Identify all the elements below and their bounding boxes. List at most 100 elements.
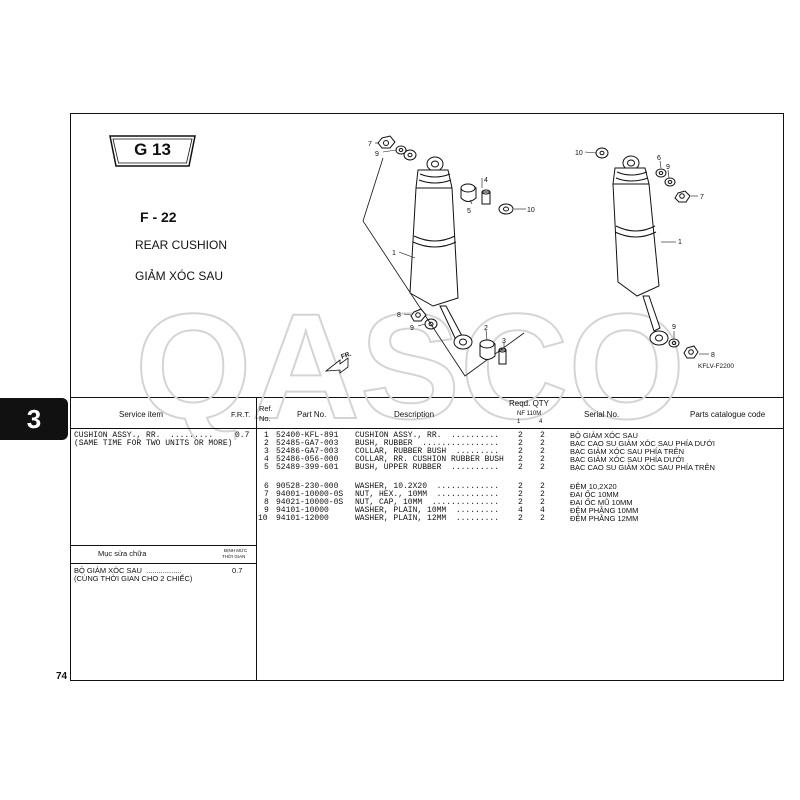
description: WASHER, 10.2X20 ............. (355, 482, 500, 491)
qty-col2: 2 (540, 439, 545, 448)
qty-col2: 2 (540, 498, 545, 507)
header-rule (70, 428, 784, 429)
table-row: 5 52489-399-601 BUSH, UPPER RUBBER .......… (256, 464, 784, 472)
qty-col2: 2 (540, 447, 545, 456)
header-ref-no-line2: No. (259, 414, 271, 423)
qty-col1: 2 (518, 463, 523, 472)
header-catalogue-code: Parts catalogue code (690, 410, 766, 419)
service-item-line1: CUSHION ASSY., RR. ......... (74, 431, 214, 440)
qty-col1: 2 (518, 514, 523, 523)
title-english: REAR CUSHION (135, 238, 228, 252)
qty-col1: 2 (518, 490, 523, 499)
qty-col1: 2 (518, 431, 523, 440)
description: NUT, CAP, 10MM .............. (355, 498, 500, 507)
header-description: Description (394, 410, 435, 419)
header-ref-no-line1: Ref. (259, 404, 273, 413)
ref-no: 3 (264, 447, 269, 456)
figure-code: F - 22 (140, 209, 177, 225)
header-part-no: Part No. (297, 410, 327, 419)
vietnamese-name: BỘ GIẢM XÓC SAU (570, 431, 638, 440)
callout-10: 10 (575, 150, 583, 157)
qty-col1: 4 (518, 506, 523, 515)
callout-1: 1 (392, 250, 396, 257)
service-item-line2: (SAME TIME FOR TWO UNITS OR MORE) (74, 439, 233, 448)
description: COLLAR, RUBBER BUSH ......... (355, 447, 500, 456)
qty-col1: 2 (518, 439, 523, 448)
callout-10: 10 (527, 207, 535, 214)
service-vn-time-label-1: ĐỊNH MỨC (224, 548, 248, 553)
group-badge-shape (109, 135, 196, 167)
service-item-frt-value: 0.7 (235, 431, 250, 440)
callout-8: 8 (711, 352, 715, 359)
ref-no: 9 (264, 506, 269, 515)
part-number: 52400-KFL-891 (276, 431, 339, 440)
service-vn-header-rule (70, 563, 256, 564)
qty-col2: 2 (540, 463, 545, 472)
callout-6: 6 (657, 155, 661, 162)
ref-no: 10 (258, 514, 268, 523)
callout-7: 7 (700, 194, 704, 201)
callout-9: 9 (672, 324, 676, 331)
callout-3: 3 (502, 338, 506, 345)
service-vn-frt-value: 0.7 (232, 566, 243, 575)
ref-no: 8 (264, 498, 269, 507)
qty-col2: 2 (540, 514, 545, 523)
callout-2: 2 (484, 325, 488, 332)
vietnamese-name: BẠC CAO SU GIẢM XÓC SAU PHÍA DƯỚI (570, 439, 715, 448)
header-frt: F.R.T. (231, 410, 251, 419)
description: COLLAR, RR. CUSHION RUBBER BUSH (355, 455, 504, 464)
qty-col2: 2 (540, 482, 545, 491)
qty-col2: 4 (540, 506, 545, 515)
description: WASHER, PLAIN, 10MM ......... (355, 506, 500, 515)
col-divider-service (256, 398, 257, 681)
callout-fr: FR. (340, 351, 352, 361)
ref-no: 4 (264, 455, 269, 464)
title-vietnamese: GIẢM XÓC SAU (135, 269, 224, 283)
callout-4: 4 (484, 177, 488, 184)
ref-no: 5 (264, 463, 269, 472)
part-number: 94001-10000-0S (276, 490, 344, 499)
part-number: 94021-10000-0S (276, 498, 344, 507)
group-code: G 13 (134, 140, 171, 159)
vietnamese-name: ĐỆM PHẲNG 10MM (570, 506, 639, 515)
callout-5: 5 (467, 208, 471, 215)
description: NUT, HEX., 10MM ............. (355, 490, 500, 499)
callout-9: 9 (666, 164, 670, 171)
diagram-code: KFLV-F2200 (698, 363, 735, 370)
qty-col1: 2 (518, 498, 523, 507)
ref-no: 2 (264, 439, 269, 448)
header-model: NF 110M (517, 411, 542, 417)
vietnamese-name: BẠC CAO SU GIẢM XÓC SAU PHÍA TRÊN (570, 463, 715, 472)
vietnamese-name: ĐAI ỐC MŨ 10MM (570, 498, 633, 507)
qty-col2: 2 (540, 431, 545, 440)
vietnamese-name: BẠC GIẢM XÓC SAU PHÍA TRÊN (570, 447, 685, 456)
rear-cushion-diagram: FR. 7 9 1 4 5 10 8 9 2 3 10 6 9 7 1 9 8 (324, 135, 715, 377)
ref-no: 1 (264, 431, 269, 440)
page-number: 74 (56, 671, 68, 682)
header-qty-col1: 1 (517, 419, 521, 425)
section-divider (70, 397, 784, 398)
vietnamese-name: ĐỆM 10,2X20 (570, 482, 617, 491)
group-badge: G 13 (109, 135, 196, 167)
qty-col1: 2 (518, 455, 523, 464)
header-reqd-qty: Reqd. QTY (509, 399, 550, 408)
description: BUSH, UPPER RUBBER .......... (355, 463, 500, 472)
part-number: 52485-GA7-003 (276, 439, 339, 448)
vietnamese-name: ĐỆM PHẲNG 12MM (570, 514, 639, 523)
part-number: 52489-399-601 (276, 463, 339, 472)
callout-7: 7 (368, 141, 372, 148)
qty-col1: 2 (518, 482, 523, 491)
part-number: 52486-GA7-003 (276, 447, 339, 456)
table-row: 8 94021-10000-0S NUT, CAP, 10MM ..........… (256, 499, 784, 507)
service-vn-top-rule (70, 545, 256, 546)
callout-8: 8 (397, 312, 401, 319)
front-arrow-icon (324, 357, 349, 374)
service-vn-line2: (CÙNG THỜI GIAN CHO 2 CHIẾC) (74, 574, 193, 583)
